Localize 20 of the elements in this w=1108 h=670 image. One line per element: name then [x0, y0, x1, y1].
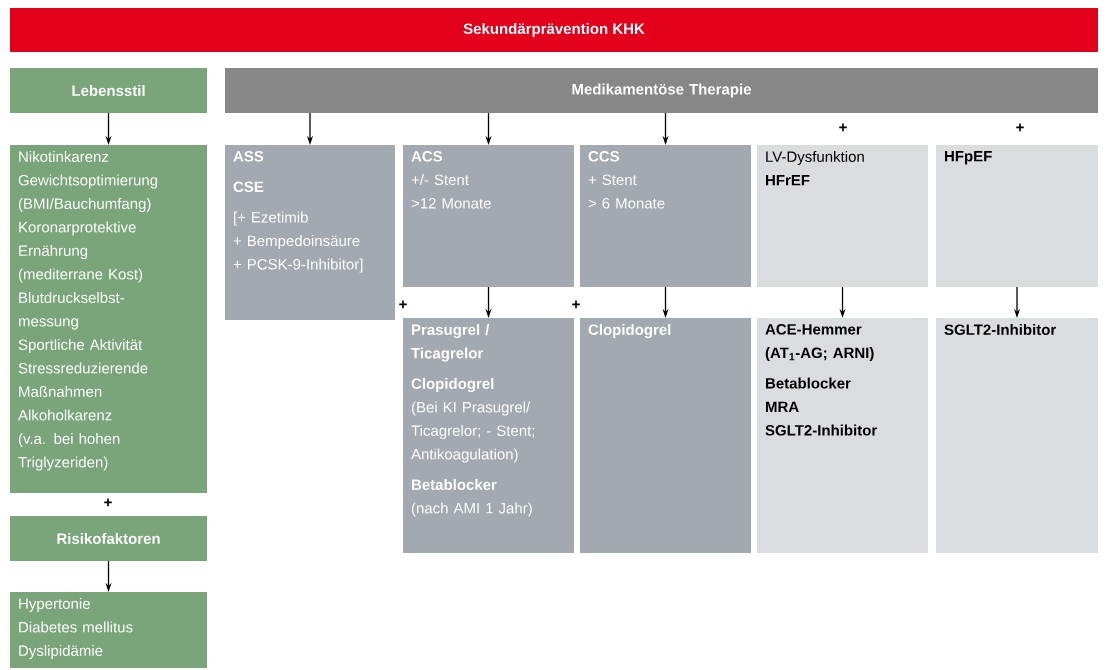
title-band: Sekundärprävention KHK [10, 8, 1098, 52]
list-box: Hypertonie Diabetes mellitus Dyslipidämie [10, 592, 207, 668]
therapy-box: SGLT2-Inhibitor [936, 318, 1098, 553]
plus-sign: + [1016, 123, 1024, 132]
plus-sign: + [572, 300, 580, 309]
list-box: Nikotinkarenz Gewichtsoptimierung (BMI/Bauchumfang) Koronarprotektive Ernährung (mediterrane Kost) Blutdruckselbst-messung Sportliche Aktivität Stressreduzierende Maßnahmen Alkoholkarenz (v.a. bei hohen Triglyzeriden) [10, 145, 207, 493]
therapy-box: ASS CSE [+ Ezetimib + Bempedoinsäure + PCSK-9-Inhibitor] [225, 145, 395, 320]
plus-sign: + [104, 498, 112, 507]
plus-sign: + [839, 123, 847, 132]
therapy-box: ACS +/- Stent >12 Monate [403, 145, 574, 287]
therapy-box: ACE-Hemmer (AT$_{1}$-AG; ARNI) Betablocker MRA SGLT2-Inhibitor [757, 318, 928, 553]
therapy-box: CCS + Stent > 6 Monate [580, 145, 751, 287]
category-band: Risikofaktoren [10, 516, 207, 561]
therapy-box: Clopidogrel [580, 318, 751, 553]
therapy-box: LV-Dysfunktion HFrEF [757, 145, 928, 287]
category-band: Medikamentöse Therapie [225, 68, 1098, 113]
therapy-box: Prasugrel / Ticagrelor Clopidogrel (Bei KI Prasugrel/ Ticagrelor; - Stent; Antikoagulation) Betablocker (nach AMI 1 Jahr) [403, 318, 574, 553]
category-band: Lebensstil [10, 68, 207, 113]
plus-sign: + [399, 300, 407, 309]
therapy-box: HFpEF [936, 145, 1098, 287]
